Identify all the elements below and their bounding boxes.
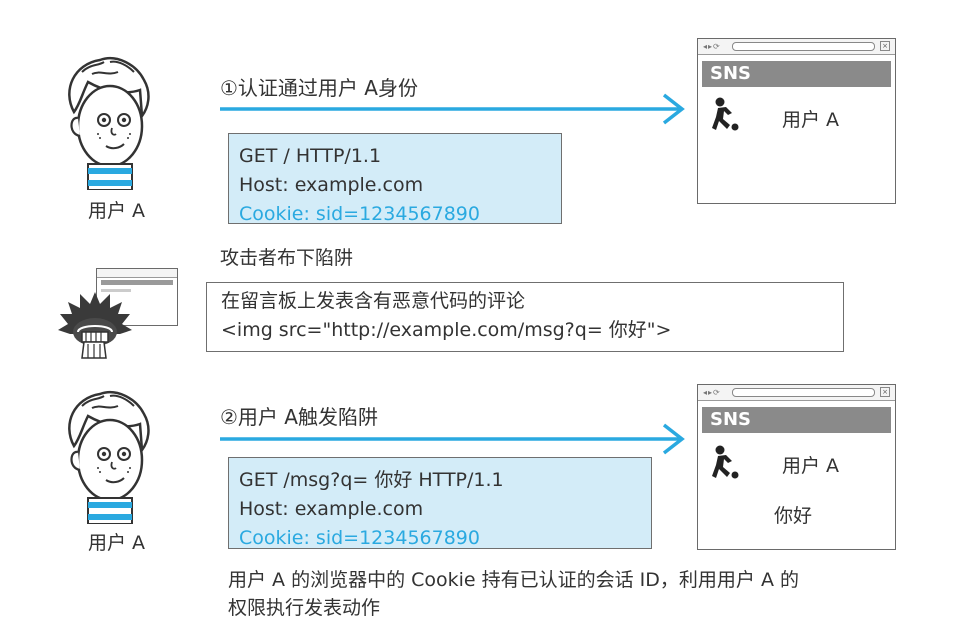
request-line: GET / HTTP/1.1 — [239, 145, 382, 167]
browser-toolbar: ◂▸⟳ × — [698, 385, 895, 401]
browser-toolbar: ◂▸⟳ × — [698, 39, 895, 55]
step2-label: ②用户 A触发陷阱 — [220, 405, 378, 429]
address-bar — [732, 388, 875, 397]
browser-window: ◂▸⟳ × SNS 用户 A — [697, 38, 896, 204]
malicious-comment-box: 在留言板上发表含有恶意代码的评论 <img src="http://exampl… — [206, 282, 844, 352]
comment-code: <img src="http://example.com/msg?q= 你好"> — [221, 319, 672, 341]
address-bar — [732, 42, 875, 51]
browser-window: ◂▸⟳ × SNS 用户 A 你好 — [697, 384, 896, 550]
footnote-line1: 用户 A 的浏览器中的 Cookie 持有已认证的会话 ID，利用用户 A 的 — [228, 569, 799, 591]
attacker-avatar-icon — [58, 292, 132, 359]
user-a-label: 用户 A — [88, 200, 146, 222]
step1-label: ①认证通过用户 A身份 — [220, 76, 418, 100]
user-a-avatar-icon — [68, 57, 150, 190]
cookie-header: Cookie: sid=1234567890 — [239, 203, 480, 225]
sns-header: SNS — [702, 61, 891, 87]
user-a-avatar-icon — [68, 391, 150, 524]
request-line: GET /msg?q= 你好 HTTP/1.1 — [239, 469, 504, 491]
footnote: 用户 A 的浏览器中的 Cookie 持有已认证的会话 ID，利用用户 A 的 … — [228, 566, 799, 622]
comment-description: 在留言板上发表含有恶意代码的评论 — [221, 290, 526, 312]
soccer-player-icon — [712, 97, 739, 131]
soccer-player-icon — [712, 445, 739, 479]
host-header: Host: example.com — [239, 498, 424, 520]
attacker-caption: 攻击者布下陷阱 — [220, 247, 354, 269]
posted-message: 你好 — [774, 505, 813, 527]
sns-header: SNS — [702, 407, 891, 433]
footnote-line2: 权限执行发表动作 — [228, 597, 381, 619]
host-header: Host: example.com — [239, 174, 424, 196]
logged-in-user: 用户 A — [782, 109, 840, 131]
http-request-box: GET / HTTP/1.1 Host: example.com Cookie:… — [228, 133, 562, 225]
close-icon: × — [880, 387, 890, 397]
user-a-label: 用户 A — [88, 532, 146, 554]
attacker-browser-window — [96, 268, 178, 326]
cookie-header: Cookie: sid=1234567890 — [239, 527, 480, 549]
logged-in-user: 用户 A — [782, 455, 840, 477]
arrow-right-icon — [220, 423, 685, 455]
nav-buttons-icon: ◂▸⟳ — [703, 388, 721, 397]
arrow-right-icon — [220, 93, 685, 125]
close-icon: × — [880, 41, 890, 51]
nav-buttons-icon: ◂▸⟳ — [703, 42, 721, 51]
http-request-box: GET /msg?q= 你好 HTTP/1.1 Host: example.co… — [228, 457, 652, 549]
